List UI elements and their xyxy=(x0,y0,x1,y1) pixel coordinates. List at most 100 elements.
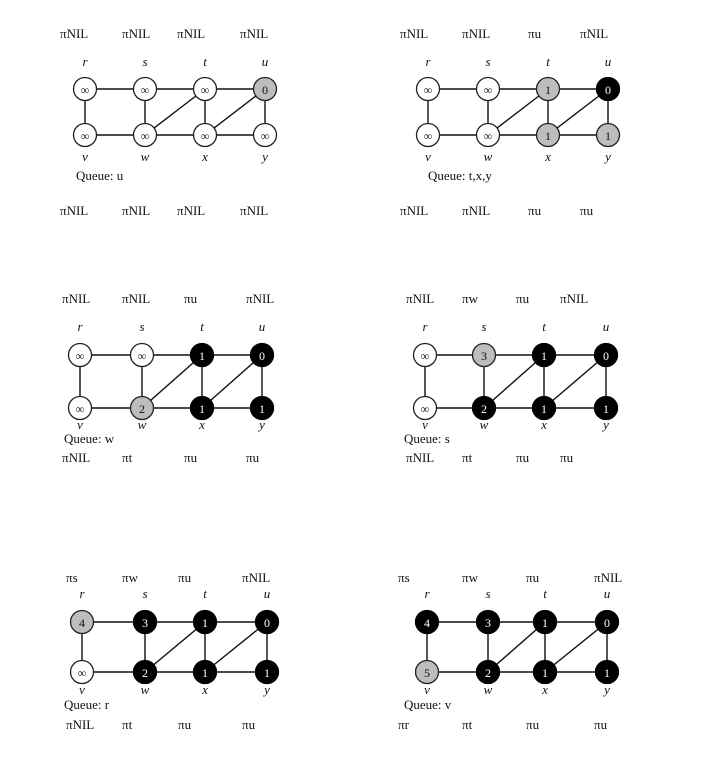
vertex-circle-r xyxy=(72,76,98,102)
distance-label-v: ∞ xyxy=(81,129,90,143)
queue-label: Queue: t,x,y xyxy=(428,168,492,183)
vertex-v: ∞ xyxy=(67,395,93,421)
vertex-name-u: u xyxy=(262,54,269,69)
queue-label: Queue: v xyxy=(404,697,452,712)
vertex-u: 0 xyxy=(252,76,278,102)
distance-label-y: 1 xyxy=(264,666,270,680)
pi-label-x: πu xyxy=(528,203,542,218)
distance-label-u: 0 xyxy=(259,349,265,363)
vertex-name-t: t xyxy=(542,319,546,334)
vertex-circle-s xyxy=(475,76,501,102)
distance-label-y: 1 xyxy=(605,129,611,143)
pi-label-s: πw xyxy=(462,291,479,306)
vertex-s: 3 xyxy=(132,609,158,635)
vertex-name-t: t xyxy=(546,54,550,69)
vertex-name-y: y xyxy=(603,149,611,164)
distance-label-x: 1 xyxy=(199,402,205,416)
pi-label-r: πNIL xyxy=(60,26,88,41)
distance-label-x: ∞ xyxy=(201,129,210,143)
vertex-name-s: s xyxy=(485,54,490,69)
vertex-y: 1 xyxy=(595,122,621,148)
distance-label-s: ∞ xyxy=(141,83,150,97)
edge-w-t xyxy=(144,621,206,673)
vertex-circle-r xyxy=(415,76,441,102)
queue-label: Queue: r xyxy=(64,697,110,712)
pi-label-v: πNIL xyxy=(406,450,434,465)
vertex-circle-x xyxy=(531,395,557,421)
vertex-name-t: t xyxy=(200,319,204,334)
distance-label-x: 1 xyxy=(541,402,547,416)
distance-label-y: 1 xyxy=(603,402,609,416)
vertex-name-v: v xyxy=(422,417,428,432)
pi-label-y: πu xyxy=(560,450,574,465)
vertex-t: 1 xyxy=(532,609,558,635)
edge-x-u xyxy=(204,621,268,673)
vertex-circle-x xyxy=(189,395,215,421)
vertex-circle-v xyxy=(67,395,93,421)
pi-label-t: πu xyxy=(184,291,198,306)
vertex-w: 2 xyxy=(129,395,155,421)
pi-label-u: πNIL xyxy=(242,570,270,585)
vertex-name-x: x xyxy=(540,417,547,432)
pi-label-w: πt xyxy=(462,717,473,732)
vertex-name-r: r xyxy=(82,54,88,69)
distance-label-v: ∞ xyxy=(421,402,430,416)
pi-label-y: πu xyxy=(580,203,594,218)
vertex-name-x: x xyxy=(198,417,205,432)
distance-label-w: 2 xyxy=(142,666,148,680)
pi-label-r: πNIL xyxy=(406,291,434,306)
pi-label-y: πu xyxy=(594,717,608,732)
pi-label-v: πNIL xyxy=(62,450,90,465)
vertex-circle-r xyxy=(67,342,93,368)
pi-label-r: πNIL xyxy=(400,26,428,41)
vertex-name-r: r xyxy=(77,319,83,334)
vertex-w: 2 xyxy=(132,659,158,685)
pi-label-s: πNIL xyxy=(122,26,150,41)
pi-label-v: πNIL xyxy=(60,203,88,218)
edge-w-t xyxy=(487,88,549,136)
vertex-t: 1 xyxy=(531,342,557,368)
vertex-s: 3 xyxy=(475,609,501,635)
vertex-name-x: x xyxy=(201,682,208,697)
pi-label-s: πw xyxy=(462,570,479,585)
vertex-name-u: u xyxy=(264,586,271,601)
vertex-name-u: u xyxy=(605,54,612,69)
vertex-x: 1 xyxy=(192,659,218,685)
pi-label-w: πt xyxy=(462,450,473,465)
vertex-circle-s xyxy=(475,609,501,635)
pi-label-x: πNIL xyxy=(177,203,205,218)
distance-label-r: ∞ xyxy=(424,83,433,97)
distance-label-v: ∞ xyxy=(424,129,433,143)
vertex-x: ∞ xyxy=(192,122,218,148)
vertex-u: 0 xyxy=(249,342,275,368)
distance-label-s: ∞ xyxy=(484,83,493,97)
pi-label-w: πt xyxy=(122,717,133,732)
distance-label-y: ∞ xyxy=(261,129,270,143)
vertex-name-r: r xyxy=(422,319,428,334)
vertex-circle-s xyxy=(471,342,497,368)
vertex-name-x: x xyxy=(201,149,208,164)
vertex-x: 1 xyxy=(189,395,215,421)
distance-label-v: 5 xyxy=(424,666,430,680)
pi-label-s: πNIL xyxy=(462,26,490,41)
vertex-name-r: r xyxy=(79,586,85,601)
vertex-circle-t xyxy=(532,609,558,635)
vertex-circle-x xyxy=(192,659,218,685)
vertex-t: 1 xyxy=(189,342,215,368)
vertex-circle-r xyxy=(412,342,438,368)
pi-label-w: πNIL xyxy=(462,203,490,218)
vertex-w: ∞ xyxy=(475,122,501,148)
vertex-name-w: w xyxy=(138,417,147,432)
vertex-circle-x xyxy=(535,122,561,148)
edge-w-t xyxy=(487,621,546,673)
vertex-circle-v xyxy=(414,659,440,685)
queue-label: Queue: w xyxy=(64,431,115,446)
distance-label-r: ∞ xyxy=(81,83,90,97)
edge-x-u xyxy=(544,621,608,673)
vertex-circle-y xyxy=(595,122,621,148)
distance-label-t: 1 xyxy=(545,83,551,97)
vertex-circle-y xyxy=(593,395,619,421)
vertex-u: 0 xyxy=(593,342,619,368)
vertex-circle-u xyxy=(595,76,621,102)
